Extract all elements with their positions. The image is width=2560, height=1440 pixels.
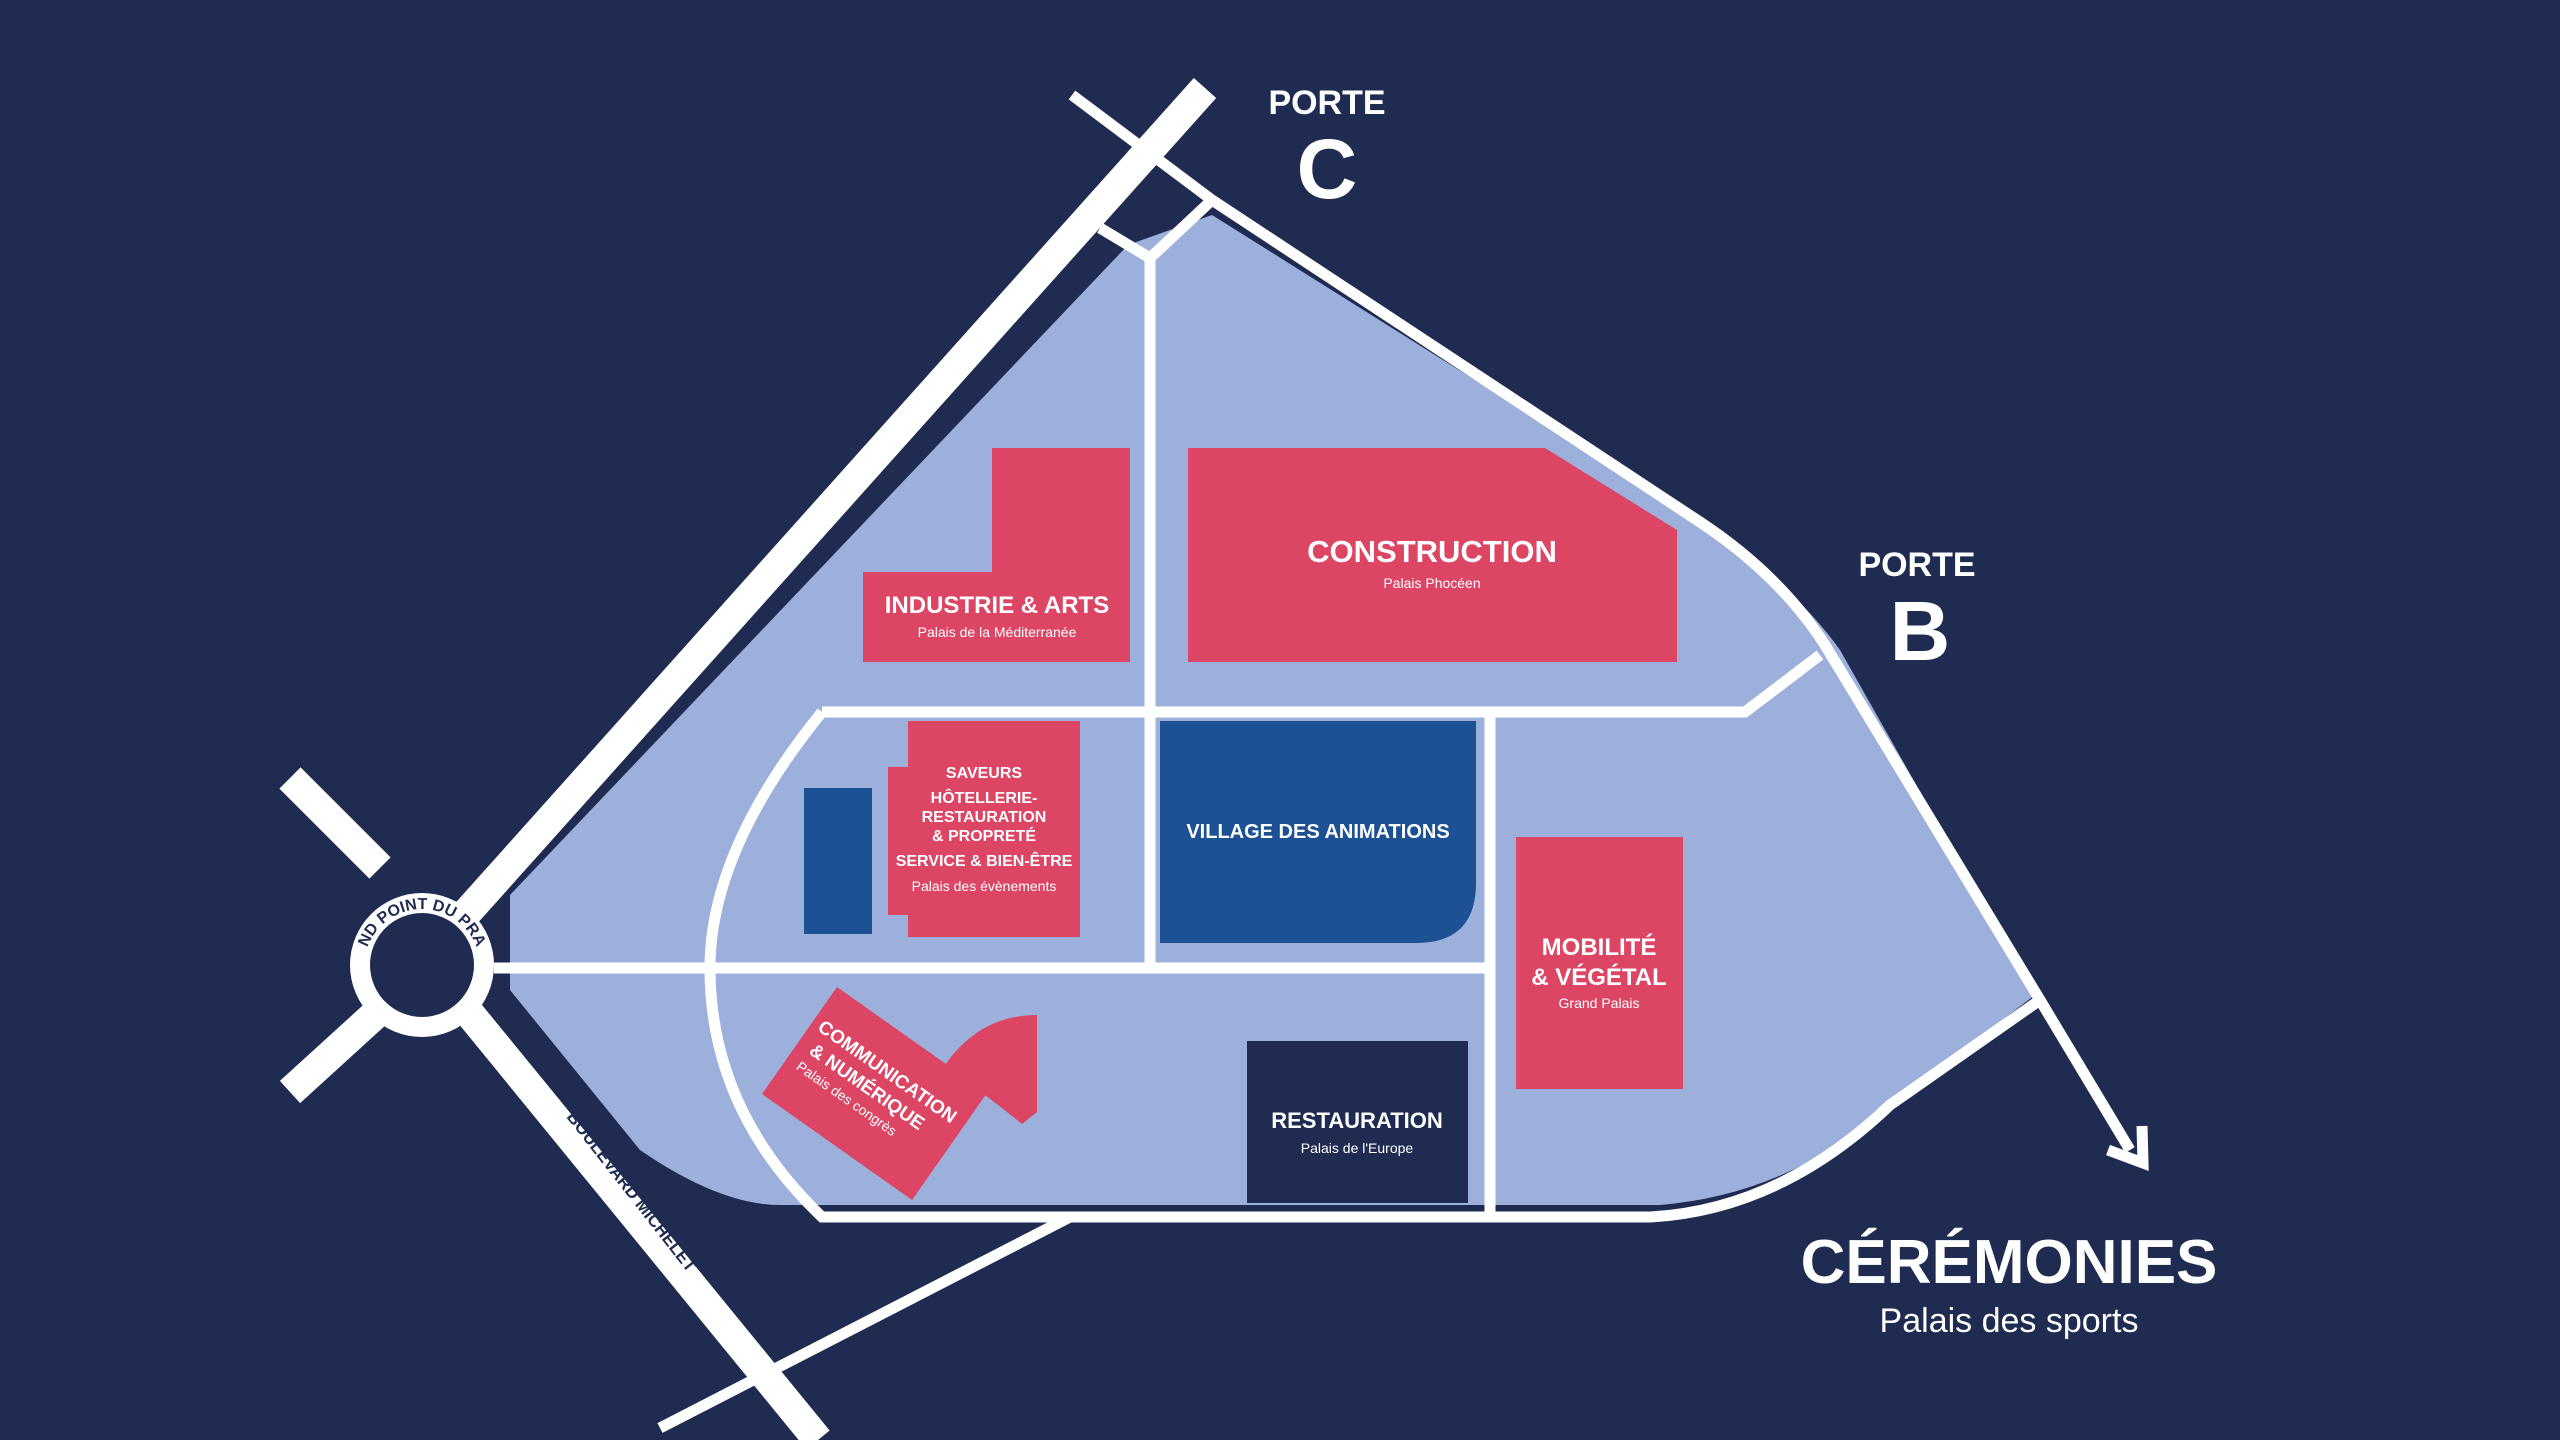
hall-evenements-annex[interactable] — [804, 788, 872, 934]
ceremonies-subtitle: Palais des sports — [1880, 1302, 2139, 1340]
porte-c-word: PORTE — [1268, 84, 1385, 122]
hall-village-animations-title: VILLAGE DES ANIMATIONS — [1186, 821, 1449, 843]
perimeter-road — [1208, 195, 2046, 1223]
porte-c-letter: C — [1297, 122, 1358, 216]
west-road-upper — [279, 767, 391, 879]
west-road-lower — [279, 998, 391, 1104]
south-road — [657, 1212, 1073, 1433]
interior-paths — [494, 258, 1824, 1223]
hall-industrie-arts-title: INDUSTRIE & ARTS — [885, 592, 1109, 619]
hall-restauration-subtitle: Palais de l'Europe — [1301, 1140, 1414, 1156]
hall-evenements-line3: RESTAURATION — [922, 809, 1047, 826]
hall-evenements-line1: SAVEURS — [946, 765, 1022, 782]
hall-construction-title: CONSTRUCTION — [1307, 534, 1557, 569]
hall-industrie-arts-subtitle: Palais de la Méditerranée — [918, 624, 1077, 640]
hall-construction-subtitle: Palais Phocéen — [1383, 575, 1480, 591]
hall-evenements-subtitle: Palais des évènements — [912, 878, 1057, 894]
porte-b-word: PORTE — [1858, 546, 1975, 584]
hall-evenements[interactable] — [888, 721, 1080, 937]
hall-industrie-arts[interactable] — [863, 448, 1130, 662]
hall-communication-numerique[interactable] — [762, 987, 1037, 1200]
ceremonies-arrow-head — [2106, 1125, 2149, 1171]
hall-evenements-line2: HÔTELLERIE- — [931, 788, 1038, 807]
hall-restauration[interactable] — [1247, 1041, 1468, 1203]
porte-b-letter: B — [1890, 584, 1951, 678]
ceremonies-arrow-road — [2035, 997, 2135, 1153]
hall-mobilite-vegetal[interactable] — [1516, 837, 1683, 1089]
hall-evenements-line5: SERVICE & BIEN-ÊTRE — [896, 851, 1073, 870]
hall-restauration-title: RESTAURATION — [1271, 1108, 1443, 1133]
hall-village-animations[interactable] — [1160, 721, 1476, 943]
hall-mobilite-vegetal-subtitle: Grand Palais — [1559, 995, 1640, 1011]
hall-construction[interactable] — [1188, 448, 1677, 662]
hall-mobilite-vegetal-line1: MOBILITÉ — [1542, 933, 1657, 961]
hall-evenements-line4: & PROPRETÉ — [932, 826, 1036, 845]
ceremonies-title: CÉRÉMONIES — [1801, 1228, 2218, 1297]
hall-mobilite-vegetal-line2: & VÉGÉTAL — [1531, 963, 1667, 991]
boulevard-rabatau — [408, 77, 1217, 976]
roundabout-center — [370, 913, 474, 1017]
roundabout-label: ROND POINT DU PRADO — [0, 0, 489, 950]
boulevard-michelet — [418, 955, 830, 1440]
